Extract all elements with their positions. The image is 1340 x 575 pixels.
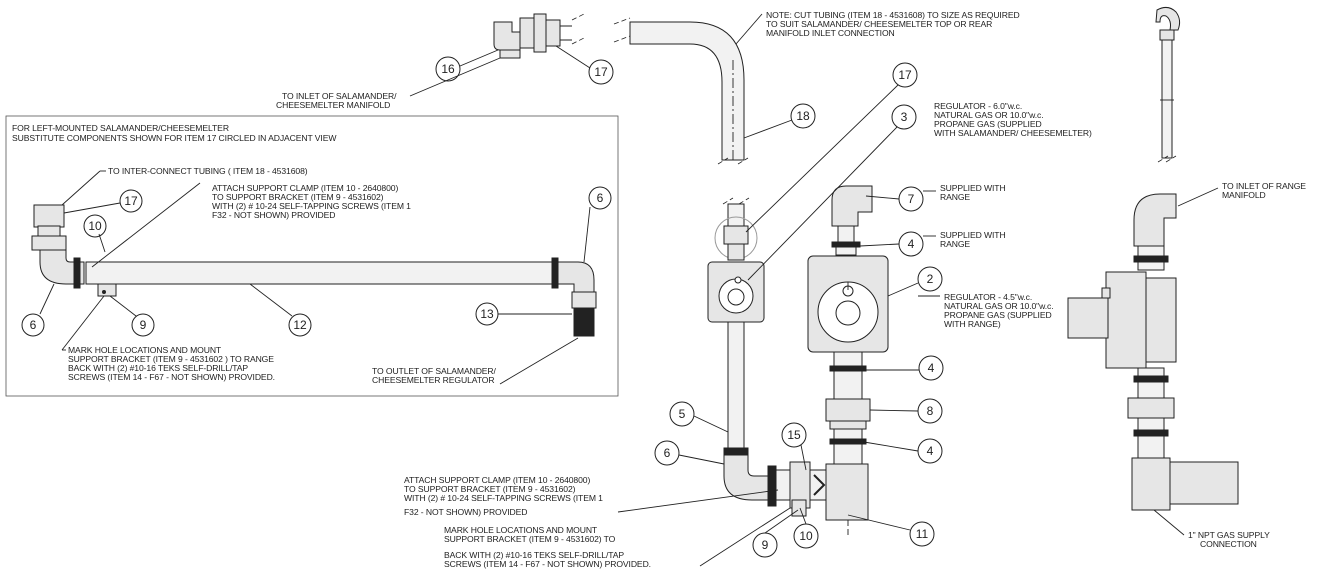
callout-7-label: 7 bbox=[908, 192, 915, 206]
callout-4-middle-label: 4 bbox=[928, 361, 935, 375]
inlet-salamander-line2: CHEESEMELTER MANIFOLD bbox=[276, 100, 390, 110]
inlet-range-leader bbox=[1177, 187, 1219, 207]
callout-6-left-inset-left bbox=[21, 313, 45, 337]
callout-6-left-inset-right bbox=[588, 186, 612, 210]
supplied-with-range-4-line1: SUPPLIED WITH bbox=[940, 230, 1006, 240]
regulator-2-note-line2: NATURAL GAS OR 10.0"w.c. bbox=[944, 301, 1054, 311]
left-inset-header-line1: FOR LEFT-MOUNTED SALAMANDER/CHEESEMELTER bbox=[12, 123, 229, 133]
regulator-2-note-line3: PROPANE GAS (SUPPLIED bbox=[944, 310, 1052, 320]
npt-connection-line2: CONNECTION bbox=[1200, 539, 1257, 549]
center-leader-lines bbox=[617, 84, 940, 567]
cut-note-leader bbox=[735, 13, 763, 45]
attach-clamp-center-line2: TO SUPPORT BRACKET (ITEM 9 - 4531602) bbox=[404, 484, 576, 494]
callout-15-label: 15 bbox=[787, 428, 801, 442]
callout-4-middle bbox=[918, 355, 944, 381]
left-mount-inset-frame bbox=[5, 115, 619, 397]
regulator-3-note-line4: WITH SALAMANDER/ CHEESEMELTER) bbox=[934, 128, 1092, 138]
callout-16-top bbox=[435, 56, 461, 82]
outlet-regulator-line1: TO OUTLET OF SALAMANDER/ bbox=[372, 366, 497, 376]
callout-17-left-inset bbox=[119, 189, 143, 213]
callout-17-left-inset-label: 17 bbox=[124, 194, 138, 208]
callout-10-center-label: 10 bbox=[799, 529, 813, 543]
right-range-side-view bbox=[1067, 193, 1239, 511]
supplied-with-range-7-line1: SUPPLIED WITH bbox=[940, 183, 1006, 193]
callout-4-top-label: 4 bbox=[908, 237, 915, 251]
tubing-18-bent bbox=[613, 17, 749, 165]
npt-leader bbox=[1153, 509, 1185, 536]
callout-17-top bbox=[588, 59, 614, 85]
attach-clamp-center-line4: F32 - NOT SHOWN) PROVIDED bbox=[404, 507, 527, 517]
callout-6-left-inset-right-label: 6 bbox=[597, 191, 604, 205]
attach-clamp-left-line2: TO SUPPORT BRACKET (ITEM 9 - 4531602) bbox=[212, 192, 384, 202]
callout-3-label: 3 bbox=[901, 110, 908, 124]
callout-9-left-inset bbox=[131, 313, 155, 337]
callout-5-label: 5 bbox=[679, 407, 686, 421]
left-inset-piping bbox=[31, 204, 597, 337]
top-elbow-fitting bbox=[493, 13, 585, 59]
regulator-3-note-line1: REGULATOR - 6.0"w.c. bbox=[934, 101, 1022, 111]
callout-11 bbox=[909, 521, 935, 547]
callout-3 bbox=[891, 104, 917, 130]
callout-17-top-label: 17 bbox=[594, 65, 608, 79]
cut-tubing-note-line1: NOTE: CUT TUBING (ITEM 18 - 4531608) TO … bbox=[766, 10, 1020, 20]
attach-clamp-left-line3: WITH (2) # 10-24 SELF-TAPPING SCREWS (IT… bbox=[212, 201, 411, 211]
callout-13-left-inset-label: 13 bbox=[480, 307, 494, 321]
supplied-with-range-7-line2: RANGE bbox=[940, 192, 970, 202]
callout-12-left-inset bbox=[288, 313, 312, 337]
center-left-riser bbox=[707, 197, 827, 517]
cut-tubing-note-line3: MANIFOLD INLET CONNECTION bbox=[766, 28, 895, 38]
supplied-with-range-4-line2: RANGE bbox=[940, 239, 970, 249]
callout-15 bbox=[781, 422, 807, 448]
attach-clamp-left-line4: F32 - NOT SHOWN) PROVIDED bbox=[212, 210, 335, 220]
inlet-range-line1: TO INLET OF RANGE bbox=[1222, 181, 1306, 191]
callout-6-center bbox=[654, 440, 680, 466]
callout-10-left-inset-label: 10 bbox=[88, 219, 102, 233]
callout-17-center-label: 17 bbox=[898, 68, 912, 82]
left-inset-leader-lines bbox=[39, 170, 591, 385]
npt-connection-line1: 1" NPT GAS SUPPLY bbox=[1188, 530, 1270, 540]
callout-10-left-inset bbox=[83, 214, 107, 238]
mark-holes-center-line4: SCREWS (ITEM 14 - F67 - NOT SHOWN) PROVI… bbox=[444, 559, 651, 569]
callout-2 bbox=[917, 266, 943, 292]
callout-9-left-inset-label: 9 bbox=[140, 318, 147, 332]
callout-17-center bbox=[892, 62, 918, 88]
mark-holes-left-line4: SCREWS (ITEM 14 - F67 - NOT SHOWN) PROVI… bbox=[68, 372, 275, 382]
mark-holes-center-line2: SUPPORT BRACKET (ITEM 9 - 4531602) TO bbox=[444, 534, 616, 544]
outlet-regulator-line2: CHEESEMELTER REGULATOR bbox=[372, 375, 494, 385]
callout-6-center-label: 6 bbox=[664, 446, 671, 460]
callout-18-label: 18 bbox=[796, 109, 810, 123]
inter-connect-tubing-note: TO INTER-CONNECT TUBING ( ITEM 18 - 4531… bbox=[108, 166, 308, 176]
center-right-riser bbox=[807, 185, 889, 535]
regulator-2-note-line1: REGULATOR - 4.5"w.c. bbox=[944, 292, 1032, 302]
regulator-2-note-line4: WITH RANGE) bbox=[944, 319, 1001, 329]
callout-6-left-inset-left-label: 6 bbox=[30, 318, 37, 332]
callout-16-top-label: 16 bbox=[441, 62, 455, 76]
callout-18-leader bbox=[743, 119, 793, 139]
inlet-salamander-line1: TO INLET OF SALAMANDER/ bbox=[282, 91, 397, 101]
callout-2-label: 2 bbox=[927, 272, 934, 286]
callout-9-center-label: 9 bbox=[762, 538, 769, 552]
attach-clamp-left-line1: ATTACH SUPPORT CLAMP (ITEM 10 - 2640800) bbox=[212, 183, 398, 193]
right-top-tubing-side-view bbox=[1155, 6, 1181, 163]
callout-5 bbox=[669, 401, 695, 427]
callout-4-bottom-label: 4 bbox=[927, 444, 934, 458]
mark-holes-left-line2: SUPPORT BRACKET (ITEM 9 - 4531602 ) TO R… bbox=[68, 354, 274, 364]
mark-holes-left-line1: MARK HOLE LOCATIONS AND MOUNT bbox=[68, 345, 222, 355]
regulator-3-note-line3: PROPANE GAS (SUPPLIED bbox=[934, 119, 1042, 129]
cut-tubing-note-line2: TO SUIT SALAMANDER/ CHEESEMELTER TOP OR … bbox=[766, 19, 992, 29]
top-fitting-leaders bbox=[409, 45, 591, 97]
mark-holes-center-line1: MARK HOLE LOCATIONS AND MOUNT bbox=[444, 525, 598, 535]
mark-holes-center-line3: BACK WITH (2) #10-16 TEKS SELF-DRILL/TAP bbox=[444, 550, 624, 560]
attach-clamp-center-line1: ATTACH SUPPORT CLAMP (ITEM 10 - 2640800) bbox=[404, 475, 590, 485]
left-inset-header-line2: SUBSTITUTE COMPONENTS SHOWN FOR ITEM 17 … bbox=[12, 133, 337, 143]
callout-8-label: 8 bbox=[927, 404, 934, 418]
callout-11-label: 11 bbox=[916, 527, 929, 541]
mark-holes-left-line3: BACK WITH (2) #10-16 TEKS SELF-DRILL/TAP bbox=[68, 363, 248, 373]
attach-clamp-center-line3: WITH (2) # 10-24 SELF-TAPPING SCREWS (IT… bbox=[404, 493, 603, 503]
callout-12-left-inset-label: 12 bbox=[293, 318, 307, 332]
regulator-3-note-line2: NATURAL GAS OR 10.0"w.c. bbox=[934, 110, 1044, 120]
inlet-range-line2: MANIFOLD bbox=[1222, 190, 1266, 200]
callout-18 bbox=[790, 103, 816, 129]
